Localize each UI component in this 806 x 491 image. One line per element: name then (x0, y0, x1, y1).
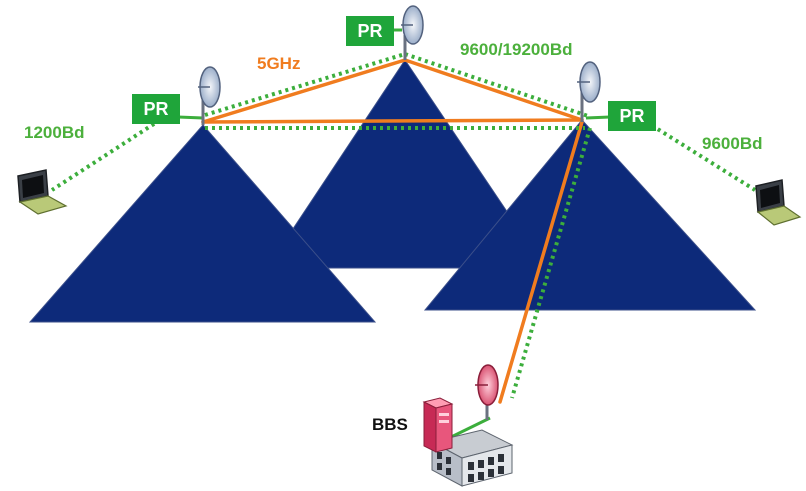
label-5ghz: 5GHz (257, 54, 301, 73)
packet-links (50, 52, 757, 399)
laptop-icon (17, 169, 68, 215)
dish-antenna-icon (198, 66, 221, 125)
label-9600bd: 9600Bd (702, 134, 763, 153)
radio-links-5ghz (201, 58, 584, 404)
pr-node-right: PR (608, 101, 656, 131)
label-bbs: BBS (372, 415, 408, 434)
mountain-right (423, 119, 757, 311)
pr-node-left: PR (132, 94, 180, 124)
dish-antenna-icon (475, 364, 499, 420)
server-icon (422, 397, 454, 453)
dish-antenna-icon (401, 5, 424, 60)
label-backbone-speed: 9600/19200Bd (460, 40, 573, 59)
building-icon (430, 429, 514, 487)
mountain-middle (266, 59, 546, 269)
label-1200bd: 1200Bd (24, 123, 85, 142)
mountain-left (28, 124, 377, 323)
pr-node-top: PR (346, 16, 394, 46)
dish-antenna-icon (577, 61, 601, 122)
laptop-icon (755, 179, 802, 226)
